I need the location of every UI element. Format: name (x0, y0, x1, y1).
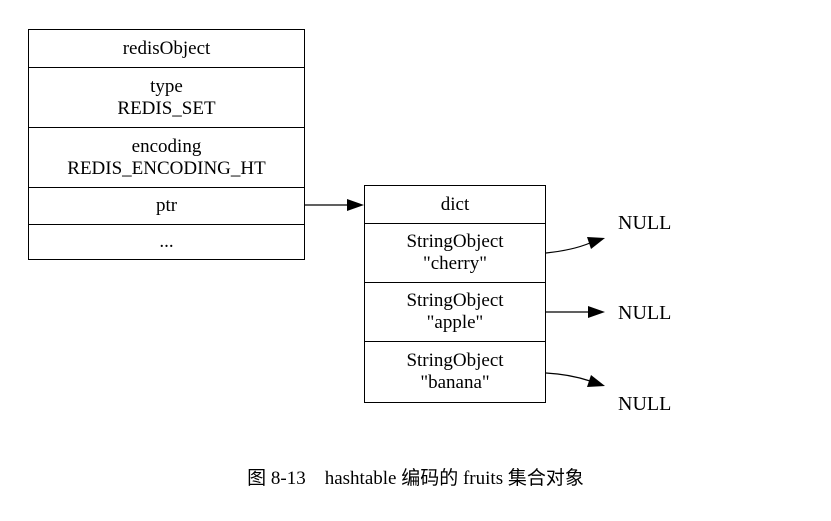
dict-title-cell: dict (365, 186, 545, 223)
more-label: ... (159, 231, 174, 252)
ptr-label: ptr (155, 195, 178, 216)
dict-entry-cherry: StringObject "cherry" (365, 223, 545, 282)
redis-object-title-cell: redisObject (29, 30, 304, 67)
redis-object-more-cell: ... (29, 224, 304, 259)
entry-type: StringObject (406, 231, 504, 252)
entry-value: "banana" (420, 372, 490, 393)
entry-value: "apple" (426, 312, 484, 333)
dict-entry-banana: StringObject "banana" (365, 341, 545, 402)
dict-entry-apple: StringObject "apple" (365, 282, 545, 341)
redis-object-type-cell: type REDIS_SET (29, 67, 304, 127)
null-label-apple: NULL (618, 302, 672, 324)
cherry-next-arrow (545, 237, 605, 254)
type-label: type (150, 75, 183, 97)
dict-box: dict StringObject "cherry" StringObject … (364, 185, 546, 403)
apple-next-arrow (546, 306, 605, 318)
redis-object-box: redisObject type REDIS_SET encoding REDI… (28, 29, 305, 260)
null-label-cherry: NULL (618, 212, 672, 234)
figure-caption: 图 8-13 hashtable 编码的 fruits 集合对象 (247, 468, 584, 489)
dict-title: dict (440, 193, 470, 215)
entry-value: "cherry" (422, 253, 488, 274)
ptr-to-dict-arrow (305, 199, 364, 211)
entry-type: StringObject (406, 290, 504, 311)
redis-object-title: redisObject (122, 37, 211, 59)
redis-object-encoding-cell: encoding REDIS_ENCODING_HT (29, 127, 304, 187)
null-label-banana: NULL (618, 393, 672, 415)
encoding-label: encoding (131, 135, 202, 157)
banana-next-arrow (545, 372, 605, 387)
encoding-value: REDIS_ENCODING_HT (67, 157, 266, 179)
type-value: REDIS_SET (117, 97, 216, 119)
entry-type: StringObject (406, 350, 504, 371)
redis-object-ptr-cell: ptr (29, 187, 304, 224)
